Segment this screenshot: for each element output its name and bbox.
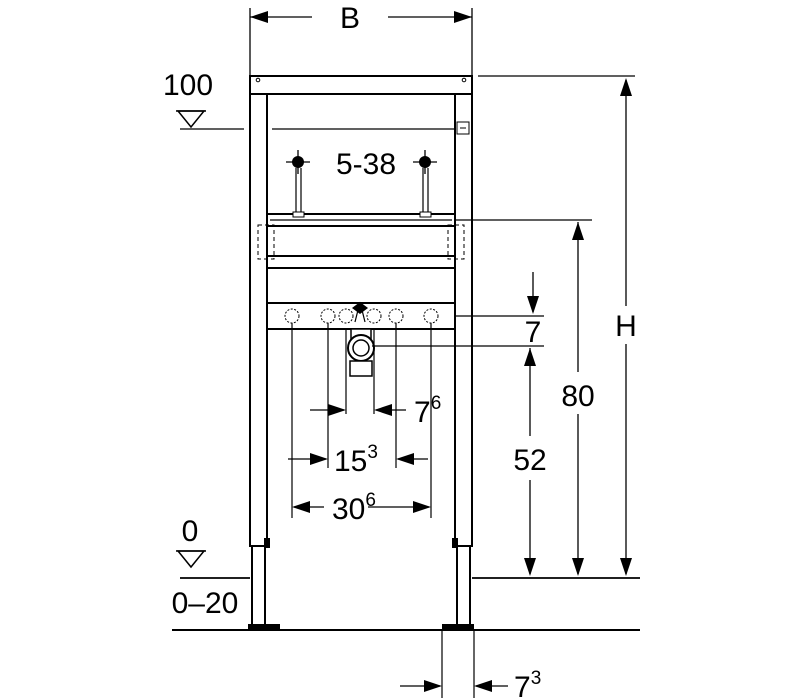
rail-holes <box>284 308 439 324</box>
frame-top-screw-left <box>255 77 261 83</box>
dimension-15-3 <box>288 453 428 465</box>
label-height: H <box>615 310 637 343</box>
frame-structure <box>248 75 474 630</box>
frame-top-screw-right <box>461 77 467 83</box>
frame-foot-right <box>456 545 471 627</box>
label-80: 80 <box>561 380 594 413</box>
frame-foot-left <box>251 545 266 627</box>
extension-lines <box>291 323 432 518</box>
dimension-width <box>249 8 473 76</box>
tap-connection-right-icon <box>413 150 437 174</box>
frame-crossbar-lower <box>266 255 456 269</box>
side-bracket-right <box>447 224 465 260</box>
dimension-52 <box>524 348 536 576</box>
frame-foot-plate-right <box>442 624 474 630</box>
frame-top-bar <box>249 75 473 95</box>
dimension-7-6 <box>310 404 406 416</box>
drain-elbow-icon <box>347 328 375 377</box>
label-15-3: 153 <box>334 442 378 478</box>
frame-foot-plate-left <box>248 624 280 630</box>
label-floor-level: 0 <box>182 515 199 548</box>
dimension-7 <box>372 272 544 347</box>
label-7-6: 76 <box>414 393 441 429</box>
label-7-3: 73 <box>514 668 541 700</box>
label-30-6: 306 <box>332 490 376 526</box>
trap-connector-icon <box>352 301 368 323</box>
dimension-height <box>478 75 635 576</box>
dimension-7-3 <box>400 630 508 698</box>
label-width: B <box>340 2 360 35</box>
label-52: 52 <box>513 444 546 477</box>
level-lines <box>172 128 640 631</box>
frame-upright-right <box>454 93 473 547</box>
side-bracket-left <box>257 224 275 260</box>
label-floor-range: 0–20 <box>172 587 239 620</box>
frame-upright-left <box>249 93 268 547</box>
label-7: 7 <box>525 316 542 349</box>
tap-connection-left-icon <box>286 150 310 174</box>
label-fixing-spacing: 5-38 <box>336 148 396 181</box>
level-marker-100-icon <box>176 110 206 129</box>
frame-crossbar-channel <box>266 225 456 257</box>
level-marker-0-icon <box>176 550 206 569</box>
dimension-80 <box>455 219 592 576</box>
dimension-30-6 <box>292 501 431 513</box>
label-top-level: 100 <box>163 69 213 102</box>
